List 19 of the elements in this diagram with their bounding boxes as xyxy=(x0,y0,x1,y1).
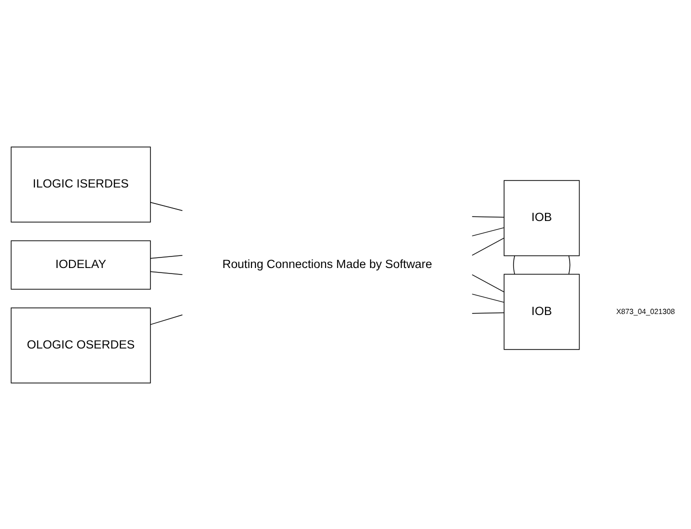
connector xyxy=(472,216,504,218)
node-box: IOB xyxy=(504,273,580,350)
node-box: IOB xyxy=(504,180,580,256)
connector xyxy=(150,254,183,258)
connector xyxy=(150,314,183,324)
connector xyxy=(472,293,504,302)
connector xyxy=(472,226,504,236)
connector xyxy=(568,254,570,274)
connector xyxy=(150,270,183,275)
node-box: OLOGIC OSERDES xyxy=(10,306,151,383)
connector xyxy=(472,237,504,256)
node-box: ILOGIC ISERDES xyxy=(10,146,151,222)
connector xyxy=(472,274,504,292)
connector xyxy=(472,312,504,314)
label: Routing Connections Made by Software xyxy=(222,256,432,270)
connector xyxy=(150,202,183,210)
node-box: IODELAY xyxy=(10,240,151,290)
connector xyxy=(513,254,515,274)
label: X873_04_021308 xyxy=(616,306,675,316)
